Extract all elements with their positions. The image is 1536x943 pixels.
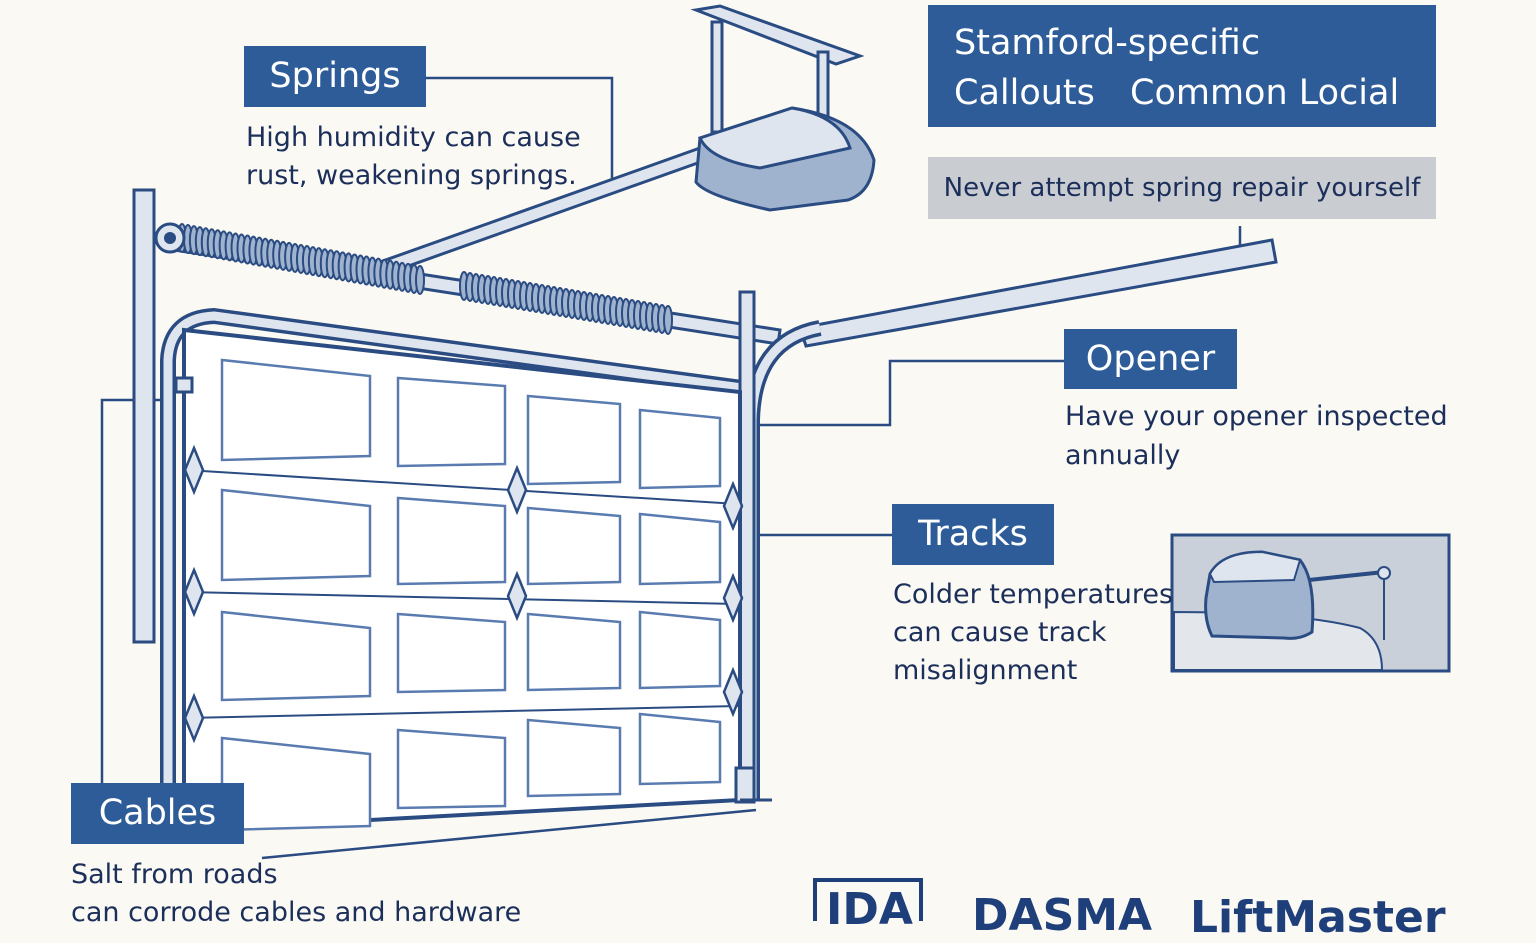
tracks-text-1: Colder temperatures xyxy=(893,579,1174,610)
ida-logo: IDA xyxy=(826,884,913,935)
springs-label: Springs xyxy=(244,46,426,107)
door-window xyxy=(638,408,722,490)
cables-text-2: can corrode cables and hardware xyxy=(71,897,522,928)
header-line2b: Common Locial xyxy=(1130,73,1400,113)
tracks-label: Tracks xyxy=(892,504,1054,565)
door-window xyxy=(526,394,622,486)
tracks-text-3: misalignment xyxy=(893,655,1078,686)
opener-text-1: Have your opener inspected xyxy=(1065,401,1448,432)
door-window xyxy=(396,496,507,586)
right-track xyxy=(744,320,822,800)
right-post xyxy=(738,290,756,802)
right-track-inner xyxy=(747,323,821,800)
door-window xyxy=(638,712,722,786)
opener-unit xyxy=(694,106,876,212)
door-window xyxy=(526,506,622,586)
spring-bearing-hub xyxy=(164,232,176,244)
hinge xyxy=(506,570,528,622)
garage-door-diagram xyxy=(100,4,1451,921)
ida-logo-box xyxy=(813,878,923,921)
springs-leader xyxy=(426,76,614,178)
springs-text-1: High humidity can cause xyxy=(246,122,581,153)
left-post xyxy=(132,188,156,644)
header-line2a: Callouts xyxy=(954,73,1095,113)
dasma-logo: DASMA xyxy=(972,890,1153,941)
springs-text-2: rust, weakening springs. xyxy=(246,160,577,191)
spring-right xyxy=(459,271,673,335)
hinge xyxy=(506,464,528,516)
door-window xyxy=(638,512,722,586)
cables-label: Cables xyxy=(71,783,244,844)
hinge xyxy=(183,566,205,618)
header-line1: Stamford-specific xyxy=(954,23,1261,63)
bottom-bracket xyxy=(734,766,756,804)
door-seams xyxy=(185,469,739,719)
door-window xyxy=(396,376,507,468)
door-window xyxy=(396,612,507,694)
door-window xyxy=(526,718,622,798)
tracks-text-2: can cause track xyxy=(893,617,1107,648)
door-window xyxy=(526,612,622,692)
hinges xyxy=(183,444,744,744)
door-window xyxy=(638,610,722,690)
door-panels xyxy=(220,358,722,832)
hinge xyxy=(183,444,205,496)
door-window xyxy=(220,610,372,702)
liftmaster-logo: LiftMaster xyxy=(1190,892,1446,943)
header-callout-box: Stamford-specific Callouts Common Locial xyxy=(928,5,1436,127)
hinge xyxy=(183,692,205,744)
hinge xyxy=(722,480,744,532)
opener-text-2: annually xyxy=(1065,440,1181,471)
door-window xyxy=(220,488,372,582)
left-track-inner xyxy=(163,311,743,800)
hinge xyxy=(722,572,744,624)
opener-label: Opener xyxy=(1064,329,1237,389)
door-window xyxy=(220,358,372,462)
cables-text-1: Salt from roads xyxy=(71,859,278,890)
hinge xyxy=(722,666,744,718)
warning-text: Never attempt spring repair yourself xyxy=(943,173,1421,203)
door-window xyxy=(220,736,372,832)
door-window xyxy=(396,728,507,810)
spring-left xyxy=(177,223,425,295)
opener-inset xyxy=(1170,533,1451,673)
bottom-leader xyxy=(261,808,757,860)
warning-box: Never attempt spring repair yourself xyxy=(928,157,1436,219)
opener-leader xyxy=(756,359,1066,427)
top-roller xyxy=(174,376,194,394)
